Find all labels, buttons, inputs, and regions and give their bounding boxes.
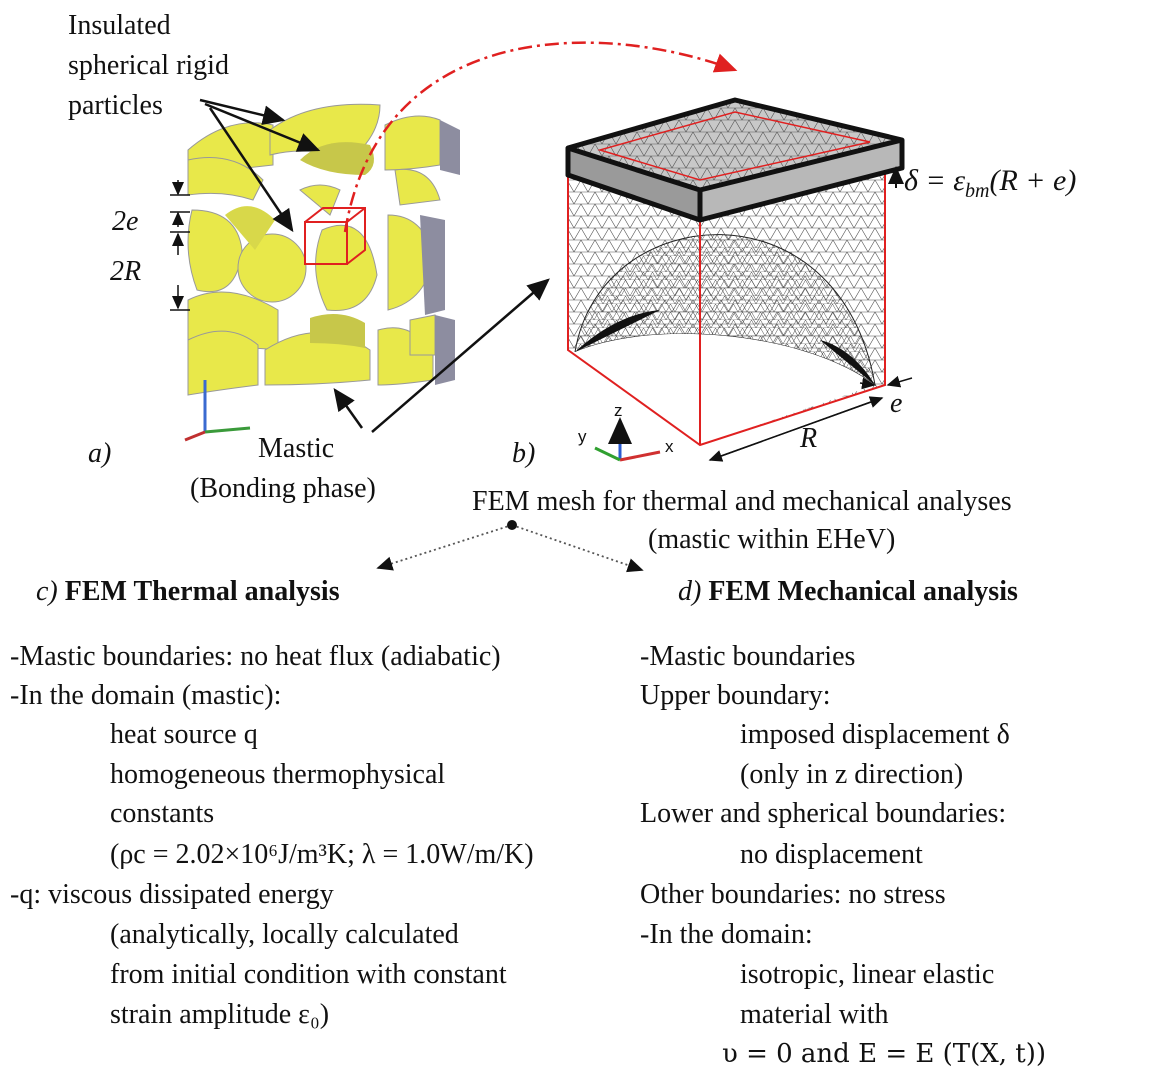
thermal-line-5: constants [110,798,215,829]
mechanical-line-3: imposed displacement δ [740,719,1010,750]
displacement-equation: δ = εbm(R + e) [904,164,1077,202]
panel-b-label: b) [512,438,536,469]
dim-e-label: e [890,388,903,419]
panel-c-prefix: c) [36,576,58,607]
dimension-e [859,375,913,390]
mastic-arrows [333,278,550,433]
thermal-line-10: strain amplitude ε₀) [110,999,330,1030]
mechanical-line-6: no displacement [740,839,923,870]
particles-label-line1: Insulated [68,10,171,41]
mechanical-line-10: material with [740,999,889,1030]
mechanical-line-5: Lower and spherical boundaries: [640,798,1007,829]
axis-x-label: x [665,437,674,456]
thermal-line-8: (analytically, locally calculated [110,919,459,950]
particles-row-bottom [187,291,455,396]
panel-d-title: FEM Mechanical analysis [708,576,1018,607]
mechanical-line-4: (only in z direction) [740,759,964,790]
panel-d-prefix: d) [678,576,702,607]
displacement-eq-main: δ = ε [904,164,966,197]
mechanical-line-2: Upper boundary: [640,680,831,711]
thermal-line-2: -In the domain (mastic): [10,680,282,711]
mechanical-line-7: Other boundaries: no stress [640,879,946,910]
mechanical-line-1: -Mastic boundaries [640,641,856,672]
dim-2e-label: 2e [112,206,139,237]
mesh-caption-line2: (mastic within EHeV) [648,524,896,555]
thermal-line-9: from initial condition with constant [110,959,507,990]
dimension-r [708,396,884,462]
branch-node [507,520,517,530]
panel-a-label: a) [88,438,112,469]
particles-label-line3: particles [68,90,163,121]
thermal-line-4: homogeneous thermophysical [110,759,446,790]
panel-d-heading: d) FEM Mechanical analysis [678,578,1018,606]
axis-y-label: y [578,427,587,446]
panel-c-title: FEM Thermal analysis [64,576,340,607]
thermal-line-3: heat source q [110,719,258,750]
dimension-lines-a [170,180,190,311]
thermal-line-1: -Mastic boundaries: no heat flux (adiaba… [10,641,501,672]
dim-2r-label: 2R [110,256,142,287]
mechanical-line-11: υ = 0 and E = E (T(X, t)) [722,1039,1047,1069]
branch-arrows [376,524,644,573]
mesh-caption-line1: FEM mesh for thermal and mechanical anal… [472,486,1012,517]
mechanical-line-9: isotropic, linear elastic [740,959,995,990]
fem-mesh-cube [565,97,905,447]
displacement-eq-tail: (R + e) [989,164,1077,197]
mastic-label: Mastic [258,433,335,464]
mechanical-line-8: -In the domain: [640,919,813,950]
axis-z-label: z [614,401,623,420]
dim-r-label: R [800,423,818,454]
axis-triad-a [184,380,251,442]
axis-triad-b [594,417,661,462]
particle-label-arrows [199,98,321,233]
panel-c-heading: c) FEM Thermal analysis [36,578,340,606]
thermal-line-7: -q: viscous dissipated energy [10,879,334,910]
unit-cell-outline [304,207,366,265]
zoom-arrow [343,41,738,233]
displacement-eq-sub: bm [965,180,990,202]
particles-row-middle [187,184,445,315]
mastic-sublabel: (Bonding phase) [190,473,376,504]
thermal-line-6: (ρc = 2.02×10⁶J/m³K; λ = 1.0W/m/K) [110,839,534,870]
particles-label-line2: spherical rigid [68,50,229,81]
particle-packing-cube [184,103,460,442]
